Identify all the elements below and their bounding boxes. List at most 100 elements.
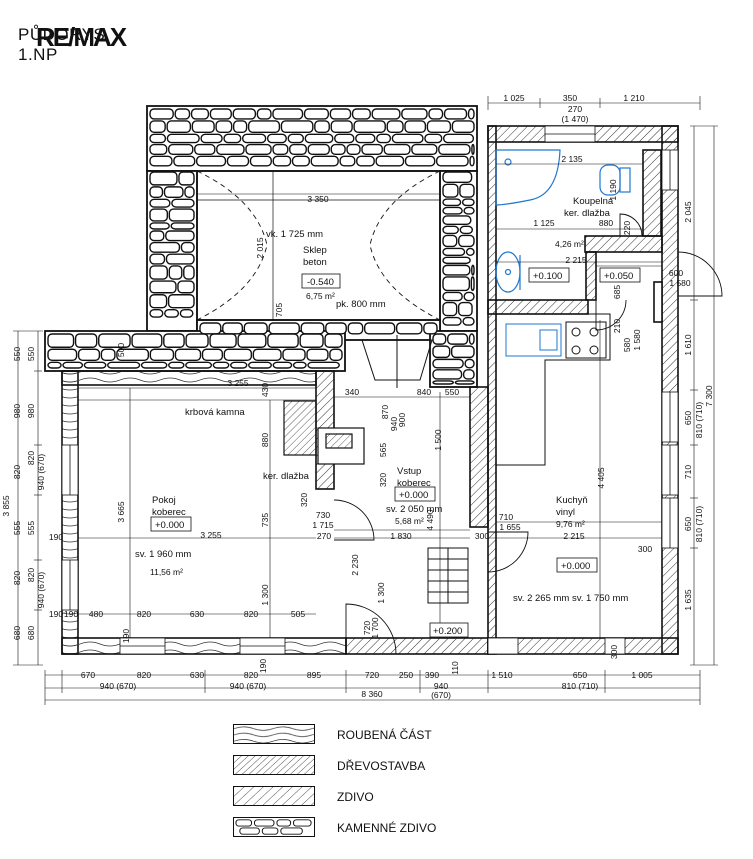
dim-kitchen-h: 4 405	[596, 467, 606, 489]
legend-label-zdivo: ZDIVO	[337, 790, 374, 804]
dimension-lines	[13, 96, 718, 705]
stone-block	[149, 280, 177, 294]
stone-block	[149, 309, 164, 318]
dim-hall-w2: 1 580	[669, 278, 691, 288]
stone-block	[149, 253, 166, 265]
stone-block	[272, 361, 293, 369]
dim-b3-4: (670)	[431, 690, 451, 700]
dim-top-2: 350	[563, 93, 577, 103]
kitchen-area: 9,76 m²	[556, 519, 585, 529]
dim-vstup-w1: 340	[345, 387, 359, 397]
stone-block	[306, 348, 329, 362]
stone-block	[268, 322, 300, 335]
stone-block	[226, 155, 250, 167]
room-name: Pokoj	[152, 495, 176, 506]
dim-vstup-w-1830: 1 830	[390, 531, 412, 541]
stone-block	[223, 133, 242, 144]
dim-b1-4: 630	[190, 609, 204, 619]
dim-right-total: 7 300	[704, 385, 714, 407]
dim-right-3: 650	[683, 411, 693, 425]
bathroom-fixtures	[495, 149, 631, 293]
entry-name: Vstup	[397, 466, 421, 477]
stone-block	[307, 361, 340, 369]
room-floor: koberec	[152, 507, 186, 518]
dim-bath-h: 1 190	[608, 179, 618, 201]
dim-right-6: 1 635	[683, 589, 693, 611]
dim-vstup-w2: 840	[417, 387, 431, 397]
stone-block	[140, 361, 168, 369]
dim-vstup-h10: 900	[397, 413, 407, 427]
stone-block	[371, 108, 401, 120]
stone-block	[272, 155, 292, 167]
kitchen-counter	[496, 313, 611, 466]
stone-block	[329, 108, 352, 120]
stone-block	[458, 234, 475, 248]
stone-block	[467, 108, 475, 120]
dim-vstup-w3: 550	[445, 387, 459, 397]
stone-block	[324, 333, 343, 348]
dim-bath-w1: 2 135	[561, 154, 583, 164]
stone-block	[442, 198, 462, 207]
entry-floor: koberec	[397, 478, 431, 489]
stone-block	[249, 155, 272, 167]
stone-block	[178, 171, 195, 186]
stone-block	[287, 133, 305, 144]
stone-block	[442, 291, 463, 302]
stone-block	[353, 120, 386, 133]
stone-block	[334, 133, 355, 144]
stone-block	[426, 120, 452, 133]
bath-floor: ker. dlažba	[564, 208, 611, 219]
stone-block	[149, 348, 175, 362]
dim-top-paren: (1 470)	[562, 114, 589, 124]
stone-block	[442, 171, 473, 183]
room-area: 11,56 m²	[150, 567, 183, 577]
dim-vstup-h7: 1 700	[370, 617, 380, 639]
stair-level: +0.200	[433, 626, 462, 637]
dim-b2-6: 720	[365, 670, 379, 680]
stone-block	[171, 198, 195, 208]
cellar-level: -0.540	[307, 277, 334, 288]
dim-right-inner-1: 810 (710)	[694, 402, 704, 439]
dim-top-270: 270	[568, 104, 582, 114]
stone-block	[351, 108, 371, 120]
stone-block	[464, 358, 475, 369]
dim-kitchen-h3: 210	[612, 319, 622, 333]
stone-block	[442, 225, 459, 235]
stone-block	[199, 322, 222, 335]
dim-b3-1: 940 (670)	[100, 681, 137, 691]
stone-block	[62, 361, 84, 369]
cellar-note: pk. 800 mm	[336, 299, 386, 310]
stone-block	[346, 143, 361, 156]
stone-block	[465, 247, 475, 256]
stone-block	[424, 133, 443, 144]
stone-block	[442, 133, 475, 144]
dim-b2-2: 820	[137, 670, 151, 680]
dim-cellar-h2: 705	[274, 303, 284, 317]
stone-block	[404, 120, 427, 133]
dim-vstup-h3: 1 500	[433, 429, 443, 451]
stone-block	[195, 155, 227, 167]
stone-block	[131, 333, 163, 348]
stone-block	[469, 155, 475, 167]
stone-block	[201, 348, 224, 362]
stone-block	[243, 322, 268, 335]
stone-block	[74, 333, 98, 348]
dim-room-w2: 3 255	[200, 530, 222, 540]
room-height: sv. 1 960 mm	[135, 549, 191, 560]
stone-block	[432, 358, 464, 369]
stone-block	[361, 143, 383, 156]
dim-room-h2: 735	[260, 513, 270, 527]
dim-kitchen-h4: 580	[622, 338, 632, 352]
stone-block	[230, 361, 248, 369]
stone-block	[107, 361, 141, 369]
legend-swatch-kamen	[233, 817, 315, 837]
stone-block	[166, 120, 192, 133]
stone-block	[83, 361, 107, 369]
dim-left-3: 820	[12, 465, 22, 479]
stone-block	[232, 120, 248, 133]
stone-block	[459, 183, 475, 198]
stone-block	[300, 322, 325, 335]
stone-block	[280, 120, 314, 133]
stone-block	[149, 143, 168, 156]
